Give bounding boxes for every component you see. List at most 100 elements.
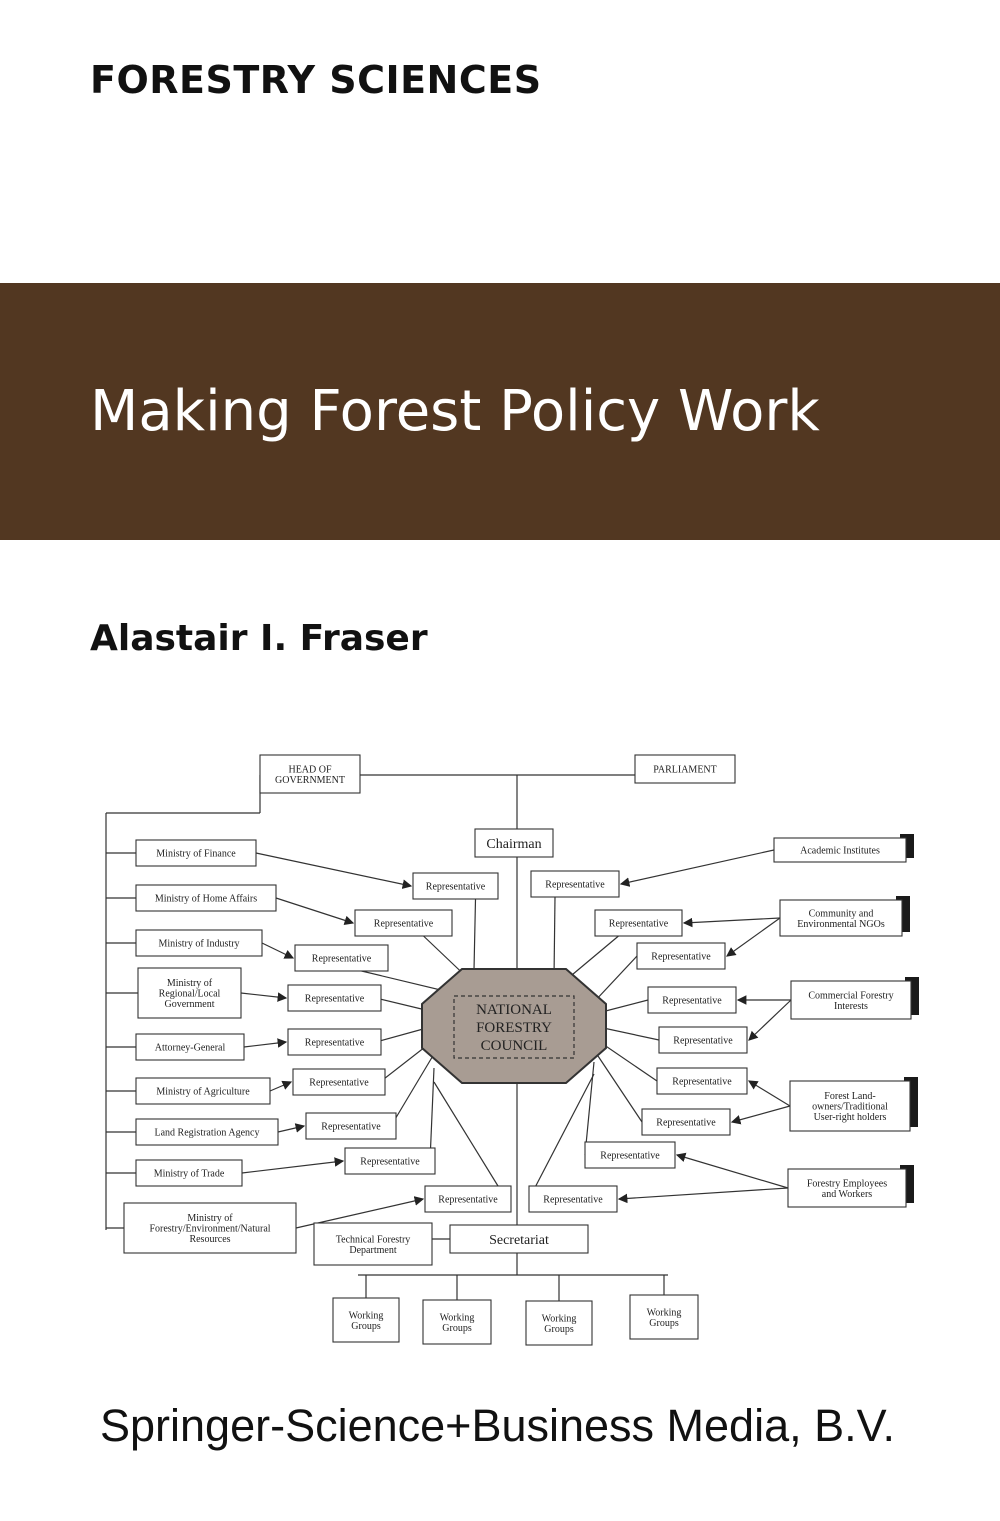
right-representative-5: Representative: [658, 1026, 748, 1054]
right-body-3-label: Interests: [834, 1001, 868, 1012]
right-body-4: Forest Land-owners/TraditionalUser-right…: [789, 1077, 918, 1132]
working-groups-1-label: Working: [349, 1310, 384, 1321]
left-representative-2-label: Representative: [374, 919, 434, 930]
right-body-1-label: Academic Institutes: [800, 846, 880, 857]
left-representative-8-label: Representative: [360, 1157, 420, 1168]
right-representative-9: Representative: [528, 1185, 618, 1213]
right-arrow: [726, 917, 781, 957]
rep-to-council: [429, 1067, 435, 1162]
left-body-6: Ministry of Agriculture: [135, 1077, 271, 1105]
left-representative-2: Representative: [354, 909, 453, 937]
right-arrow: [619, 849, 775, 887]
right-representative-9-label: Representative: [543, 1195, 603, 1206]
head-of-government-box-label: GOVERNMENT: [275, 775, 345, 786]
left-body-8: Ministry of Trade: [135, 1159, 243, 1187]
author-name: Alastair I. Fraser: [90, 618, 428, 659]
left-body-9-label: Forestry/Environment/Natural: [149, 1224, 270, 1235]
rep-to-council: [528, 1073, 595, 1200]
chairman-box: Chairman: [474, 828, 554, 858]
left-arrow: [243, 1038, 288, 1048]
left-body-4-label: Regional/Local: [159, 989, 221, 1000]
rep-to-council: [593, 1049, 643, 1123]
left-representative-8: Representative: [344, 1147, 436, 1175]
rep-to-council: [433, 1081, 507, 1200]
head-of-government-box-label: HEAD OF: [288, 764, 331, 775]
working-groups-3-label: Groups: [544, 1324, 574, 1335]
right-representative-4-label: Representative: [662, 996, 722, 1007]
rep-to-council: [390, 1053, 435, 1127]
secretariat-box: Secretariat: [449, 1224, 589, 1254]
right-arrow: [748, 999, 792, 1041]
right-body-5-label: and Workers: [822, 1189, 872, 1200]
council-label: FORESTRY: [476, 1020, 552, 1036]
council-label: COUNCIL: [481, 1038, 548, 1054]
left-body-5: Attorney-General: [135, 1033, 245, 1061]
left-representative-3-label: Representative: [312, 954, 372, 965]
right-representative-6-label: Representative: [672, 1077, 732, 1088]
left-body-9: Ministry ofForestry/Environment/NaturalR…: [123, 1202, 297, 1254]
right-body-2-label: Community and: [809, 908, 874, 919]
right-arrow: [747, 1080, 791, 1107]
left-representative-5: Representative: [287, 1028, 382, 1056]
council-label: NATIONAL: [476, 1002, 552, 1018]
left-body-7-label: Land Registration Agency: [155, 1128, 260, 1139]
left-representative-1-label: Representative: [426, 882, 486, 893]
national-forestry-council: [421, 968, 607, 1084]
right-representative-6: Representative: [656, 1067, 748, 1095]
technical-department-box-label: Department: [349, 1245, 396, 1256]
chairman-box-label: Chairman: [486, 837, 541, 852]
working-groups-2-label: Groups: [442, 1323, 472, 1334]
left-representative-7-label: Representative: [321, 1122, 381, 1133]
left-arrow: [269, 1080, 293, 1092]
rep-to-council: [473, 898, 477, 971]
right-representative-5-label: Representative: [673, 1036, 733, 1047]
left-body-3: Ministry of Industry: [135, 929, 263, 957]
right-arrow: [682, 917, 781, 928]
right-representative-3: Representative: [636, 942, 726, 970]
left-body-4-label: Government: [165, 999, 215, 1010]
right-representative-4: Representative: [647, 986, 737, 1014]
left-representative-4-label: Representative: [305, 994, 365, 1005]
left-body-5-label: Attorney-General: [155, 1043, 226, 1054]
rep-to-council: [553, 896, 556, 979]
left-representative-6-label: Representative: [309, 1078, 369, 1089]
left-arrow: [240, 992, 288, 1002]
left-body-2: Ministry of Home Affairs: [135, 884, 277, 912]
right-body-3-label: Commercial Forestry: [808, 990, 893, 1001]
parliament-box: PARLIAMENT: [634, 754, 736, 784]
working-groups-4-label: Groups: [649, 1318, 679, 1329]
right-body-2-label: Environmental NGOs: [797, 919, 885, 930]
left-body-8-label: Ministry of Trade: [154, 1169, 225, 1180]
right-body-4-label: Forest Land-: [824, 1091, 875, 1102]
right-representative-8: Representative: [584, 1141, 676, 1169]
title-band: Making Forest Policy Work: [0, 283, 1000, 540]
right-arrow: [730, 1105, 791, 1125]
right-representative-7-label: Representative: [656, 1118, 716, 1129]
right-body-4-label: owners/Traditional: [812, 1102, 888, 1113]
right-arrow: [675, 1152, 789, 1189]
right-representative-2: Representative: [594, 909, 683, 937]
left-body-3-label: Ministry of Industry: [158, 939, 239, 950]
left-arrow: [275, 897, 355, 925]
right-representative-3-label: Representative: [651, 952, 711, 963]
council-inner-frame: [453, 995, 575, 1059]
working-groups-2-label: Working: [440, 1312, 475, 1323]
left-body-1-label: Ministry of Finance: [156, 849, 236, 860]
right-body-1: Academic Institutes: [773, 834, 914, 863]
left-representative-5-label: Representative: [305, 1038, 365, 1049]
working-groups-4-label: Working: [647, 1307, 682, 1318]
rep-to-council: [593, 955, 638, 1003]
left-body-6-label: Ministry of Agriculture: [156, 1087, 250, 1098]
right-representative-7: Representative: [641, 1108, 731, 1136]
right-representative-2-label: Representative: [609, 919, 669, 930]
left-representative-4: Representative: [287, 984, 382, 1012]
